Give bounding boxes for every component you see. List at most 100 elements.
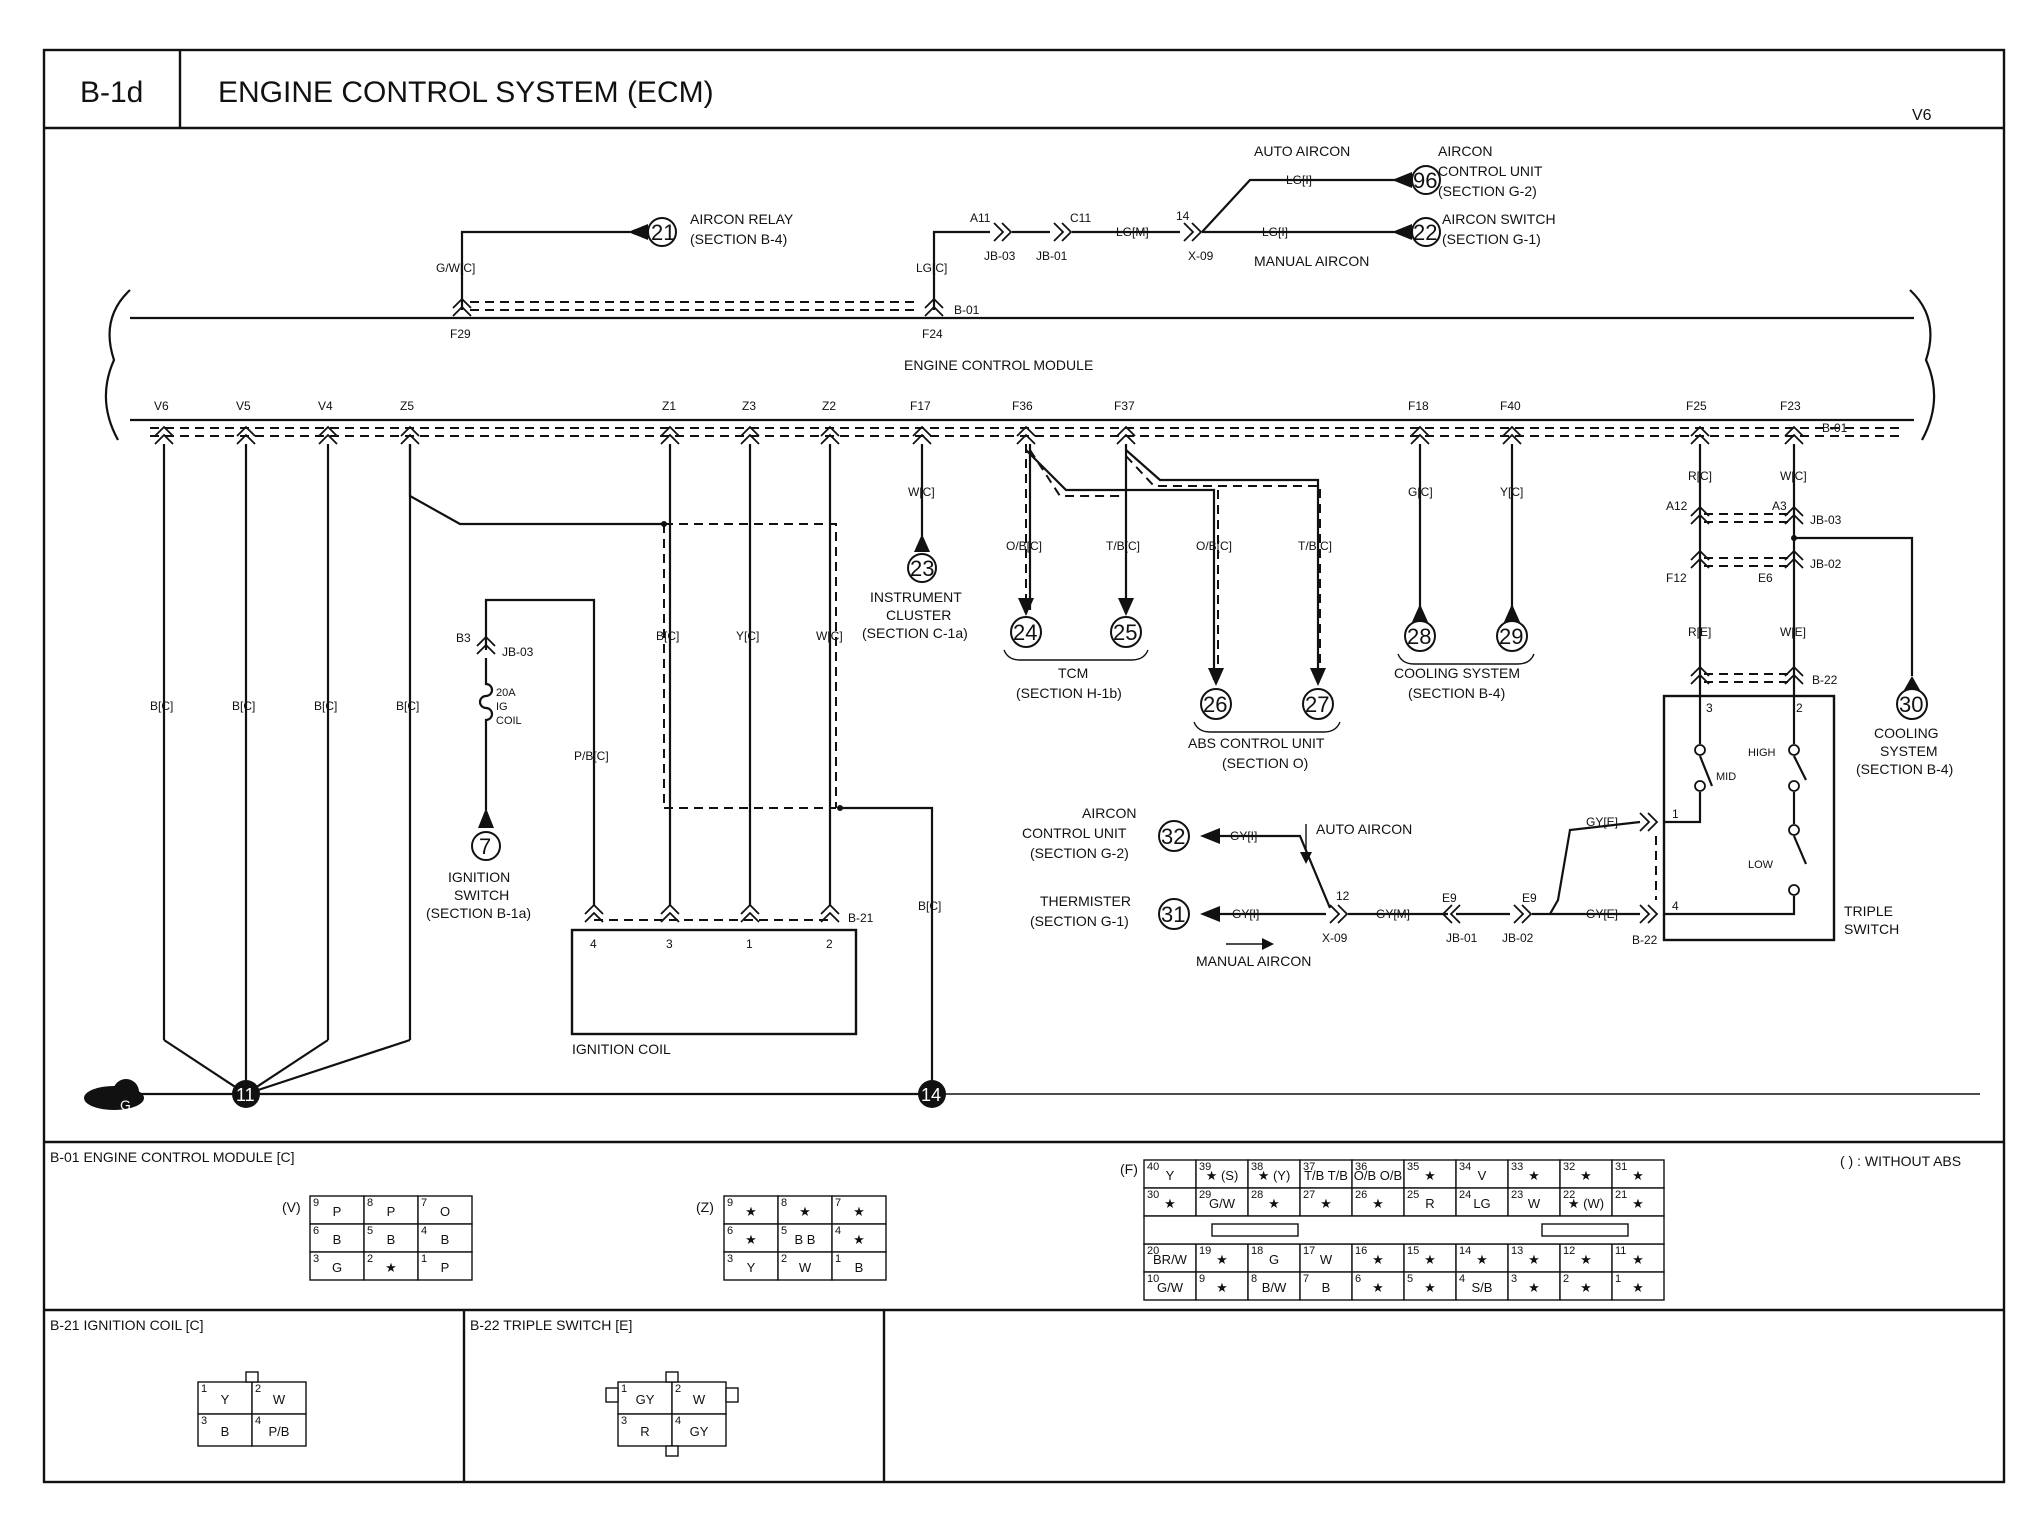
cell-pin-number: 21 [1615,1189,1627,1201]
f29-wire: G/W[C] [436,261,475,275]
aircon-control-unit-ref-32 [1158,820,1190,852]
cell-wire-color: ★ [1528,1168,1540,1183]
cell-pin-number: 1 [1615,1273,1621,1285]
cell-pin-number: 25 [1407,1189,1419,1201]
triple-switch-box [1662,694,1836,942]
b01-connector-title: B-01 ENGINE CONTROL MODULE [C] [50,1149,295,1165]
connector-cell [363,1195,419,1225]
connector-cell [1247,1271,1301,1301]
cell-wire-color: O [440,1204,450,1219]
svg-text:B[C]: B[C] [396,699,419,713]
page-frame [42,48,2006,1484]
cell-pin-number: 15 [1407,1245,1419,1257]
section-code: B-1d [80,76,143,109]
svg-text:F24: F24 [922,327,943,341]
variant-label: V6 [1912,107,1932,124]
svg-text:(SECTION O): (SECTION O) [1222,755,1308,771]
ignition-switch-ref [471,831,501,861]
svg-text:SYSTEM: SYSTEM [1880,743,1938,759]
svg-text:IGNITION: IGNITION [448,869,510,885]
cell-pin-number: 2 [367,1253,373,1265]
tcm-ref-24 [1010,616,1042,648]
cell-wire-color: ★ [1424,1252,1436,1267]
connector-cell [723,1251,779,1281]
svg-text:GY[E]: GY[E] [1586,907,1618,921]
cell-pin-number: 1 [621,1383,627,1395]
connector-cell [1351,1271,1405,1301]
svg-text:14: 14 [921,1085,941,1105]
cell-pin-number: 8 [367,1197,373,1209]
cell-wire-color: R [1425,1196,1434,1211]
cell-wire-color: ★ [1268,1196,1280,1211]
svg-text:14: 14 [1176,209,1190,223]
svg-text:JB-03: JB-03 [502,645,534,659]
connector-cell [671,1381,727,1415]
svg-text:R[E]: R[E] [1688,625,1711,639]
svg-text:CONTROL UNIT: CONTROL UNIT [1022,825,1127,841]
cell-pin-number: 14 [1459,1245,1471,1257]
cell-wire-color: ★ [1164,1196,1176,1211]
svg-text:B[C]: B[C] [918,899,941,913]
cell-wire-color: ★ [1372,1196,1384,1211]
connector-cell [1299,1187,1353,1217]
cell-pin-number: 31 [1615,1161,1627,1173]
cell-pin-number: 2 [675,1383,681,1395]
connector-cell [831,1251,887,1281]
cell-pin-number: 6 [1355,1273,1361,1285]
page-title: ENGINE CONTROL SYSTEM (ECM) [218,76,714,109]
connector-cell [1195,1187,1249,1217]
cell-pin-number: 1 [201,1383,207,1395]
cell-pin-number: 38 [1251,1161,1263,1173]
connector-cell [1299,1159,1353,1189]
connector-cell [417,1251,473,1281]
connector-cell [363,1251,419,1281]
cell-pin-number: 36 [1355,1161,1367,1173]
cell-pin-number: 2 [781,1253,787,1265]
ground-point-14 [918,1080,946,1108]
pin-v6: V6 [154,399,169,413]
aircon-control-unit-ref [1411,165,1441,195]
without-abs-note: ( ) : WITHOUT ABS [1840,1153,1961,1169]
cell-pin-number: 27 [1303,1189,1315,1201]
cell-wire-color: G [332,1260,342,1275]
cell-pin-number: 18 [1251,1245,1263,1257]
cell-wire-color: Y [221,1392,230,1407]
svg-text:B-22: B-22 [1632,933,1658,947]
pin-f37: F37 [1114,399,1135,413]
cell-pin-number: 23 [1511,1189,1523,1201]
svg-text:22: 22 [1413,220,1437,245]
svg-text:LOW: LOW [1748,859,1774,871]
svg-text:Y[C]: Y[C] [736,629,759,643]
svg-text:F29: F29 [450,327,471,341]
cell-pin-number: 20 [1147,1245,1159,1257]
cell-pin-number: 10 [1147,1273,1159,1285]
cell-pin-number: 7 [421,1197,427,1209]
svg-text:A3: A3 [1772,499,1787,513]
cell-pin-number: 4 [675,1415,681,1427]
cell-wire-color: GY [636,1392,655,1407]
cell-pin-number: 16 [1355,1245,1367,1257]
svg-text:IG: IG [496,701,508,713]
cell-wire-color: ★ [1580,1168,1592,1183]
svg-text:THERMISTER: THERMISTER [1040,893,1131,909]
svg-text:T/B[C]: T/B[C] [1298,539,1332,553]
svg-text:B3: B3 [456,631,471,645]
ecm-right-bracket [1909,289,1936,441]
svg-text:G: G [120,1097,131,1113]
svg-text:GY[I]: GY[I] [1230,829,1257,843]
pin-f40: F40 [1500,399,1521,413]
svg-text:B[C]: B[C] [232,699,255,713]
svg-text:31: 31 [1161,902,1185,927]
connector-cell [1247,1187,1301,1217]
svg-text:AUTO AIRCON: AUTO AIRCON [1316,821,1412,837]
svg-text:23: 23 [910,556,934,581]
svg-text:(SECTION C-1a): (SECTION C-1a) [862,625,968,641]
fuse-20a-ig-coil [478,658,494,810]
abs-ref-27 [1302,688,1334,720]
cell-wire-color: G/W [1209,1196,1236,1211]
cell-pin-number: 29 [1199,1189,1211,1201]
cell-wire-color: P [387,1204,396,1219]
pin-f17: F17 [910,399,931,413]
